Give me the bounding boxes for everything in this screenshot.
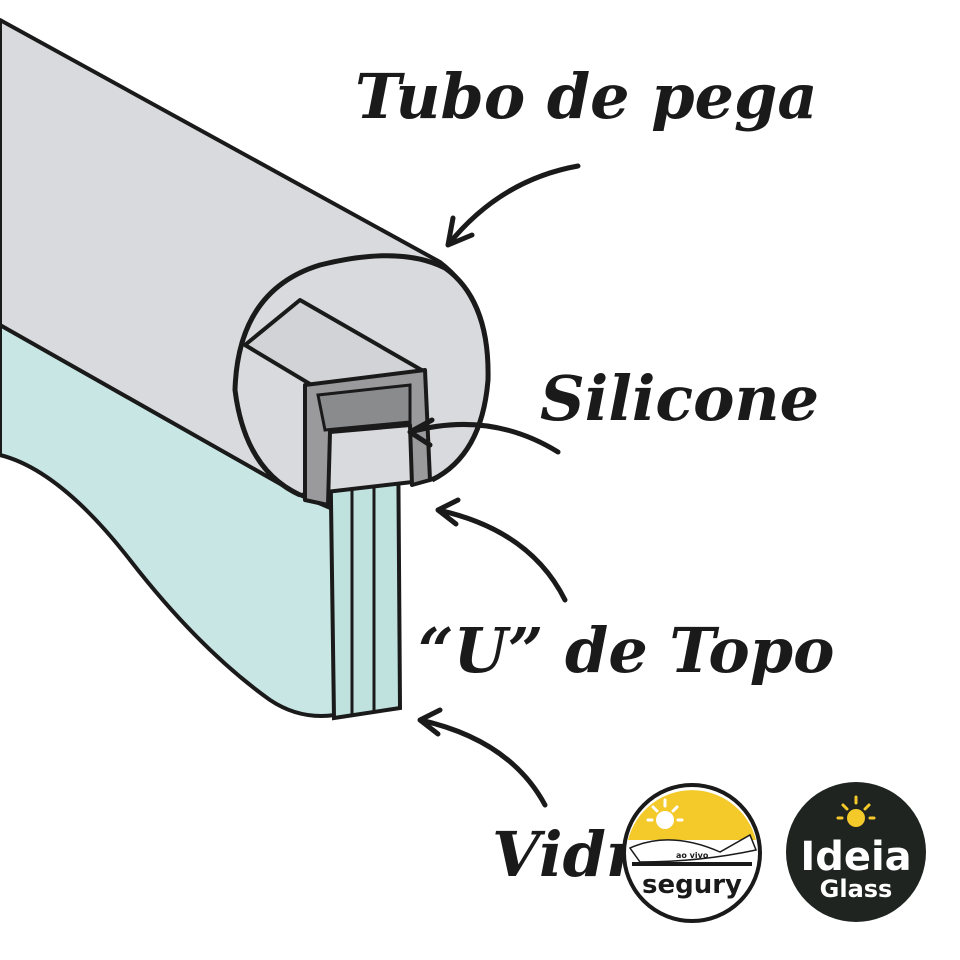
segury-text: segury <box>642 870 742 900</box>
arrow-tubo <box>445 163 581 248</box>
glass-text: Glass <box>820 875 893 903</box>
ideia-text: Ideia <box>800 834 911 880</box>
arrow-vidro <box>417 707 548 808</box>
label-silicone: Silicone <box>540 362 819 435</box>
arrow-u-topo <box>435 497 568 603</box>
segury-small-text: ao vivo <box>676 851 709 860</box>
silicone-layer <box>316 383 412 432</box>
glass-panel <box>0 323 337 718</box>
arrow-silicone <box>407 417 561 455</box>
segury-logo: ao vivo segury <box>622 783 762 923</box>
sun-hand-icon <box>646 798 684 829</box>
arrows <box>407 163 581 808</box>
tube-end-circle <box>232 253 491 498</box>
sun-icon <box>836 795 876 827</box>
label-tubo-de-pega: Tubo de pega <box>355 60 818 133</box>
ideia-glass-logo: Ideia Glass <box>786 782 926 922</box>
label-u-de-topo: “U” de Topo <box>418 614 834 687</box>
